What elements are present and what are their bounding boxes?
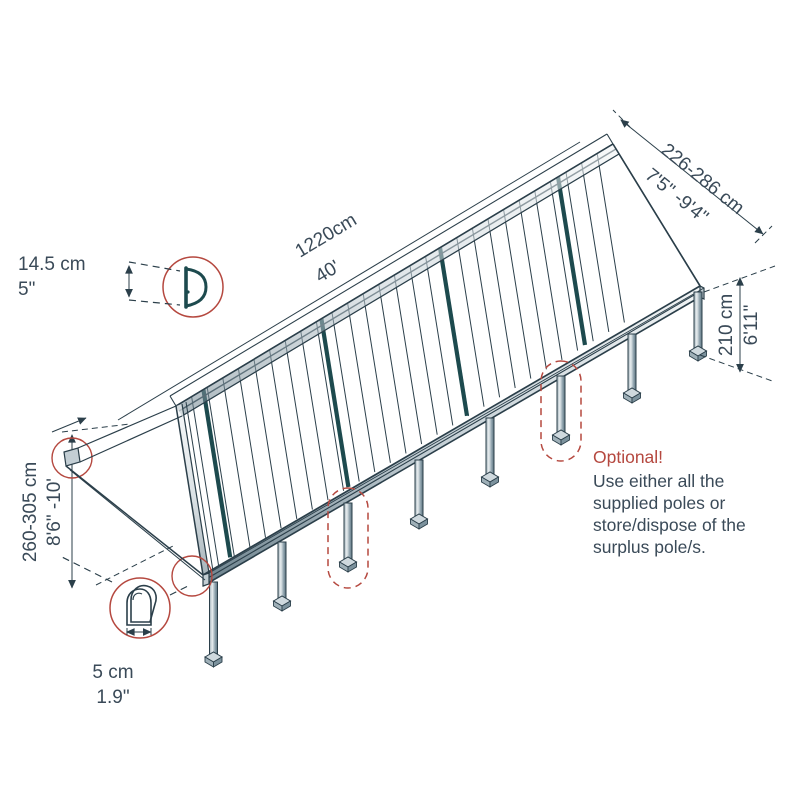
pole-3-optional — [327, 487, 369, 589]
left-eave-stub — [63, 405, 206, 581]
pole-4 — [409, 459, 429, 530]
pole-5 — [480, 417, 500, 488]
optional-pole-highlight — [327, 487, 369, 589]
optional-note: Optional! Use either all the supplied po… — [593, 447, 746, 557]
corner-highlight-left-bottom — [171, 555, 213, 597]
pole-1 — [204, 581, 223, 668]
dimension-wall-height: 260-305 cm 8'6" -10' — [20, 417, 176, 589]
support-poles — [204, 291, 708, 668]
pole-profile-callout: 5 cm 1.9" — [59, 555, 191, 708]
back-wall-beam — [175, 143, 620, 417]
pole-detail-imperial-label: 1.9" — [96, 687, 129, 708]
pole-base-plate — [338, 556, 358, 573]
pole-base-plate — [622, 387, 642, 404]
dark-section-rafters — [201, 176, 588, 558]
pole-7 — [622, 333, 642, 404]
optional-note-line-3: store/dispose of the — [593, 515, 746, 535]
pole-detail-metric-label: 5 cm — [92, 662, 133, 683]
optional-pole-highlight — [540, 360, 582, 462]
optional-note-line-1: Use either all the — [593, 471, 724, 491]
pole-6-optional — [540, 360, 582, 462]
pole-base-plate — [480, 471, 500, 488]
optional-note-heading: Optional! — [593, 447, 663, 467]
front-height-metric-label: 210 cm — [716, 294, 737, 356]
gutter-detail-imperial-label: 5" — [18, 279, 35, 300]
pole-8-corner — [688, 291, 708, 362]
dimension-front-height: 210 cm 6'11" — [699, 265, 776, 383]
gutter-detail-metric-label: 14.5 cm — [18, 254, 86, 275]
optional-note-line-4: surplus pole/s. — [593, 537, 706, 557]
corner-highlight-left-top — [51, 437, 93, 479]
wall-height-metric-label: 260-305 cm — [20, 462, 41, 562]
pole-base-plate — [688, 345, 708, 362]
length-metric-label: 1220cm — [292, 209, 361, 262]
pole-base-plate — [272, 595, 292, 612]
roof-back-top-edge — [169, 133, 608, 397]
optional-note-line-2: supplied poles or — [593, 493, 725, 513]
pole-base-plate — [409, 513, 429, 530]
roof-left-edge — [175, 401, 214, 576]
gutter-profile-callout: 14.5 cm 5" — [18, 254, 224, 318]
pole-base-plate — [204, 651, 223, 668]
pole-base-plate — [551, 429, 571, 446]
length-imperial-label: 40' — [312, 257, 344, 288]
pole-2 — [272, 541, 292, 612]
gutter-inner-line — [208, 287, 705, 574]
front-height-imperial-label: 6'11" — [741, 305, 762, 346]
wall-height-imperial-label: 8'6" -10' — [44, 478, 65, 546]
